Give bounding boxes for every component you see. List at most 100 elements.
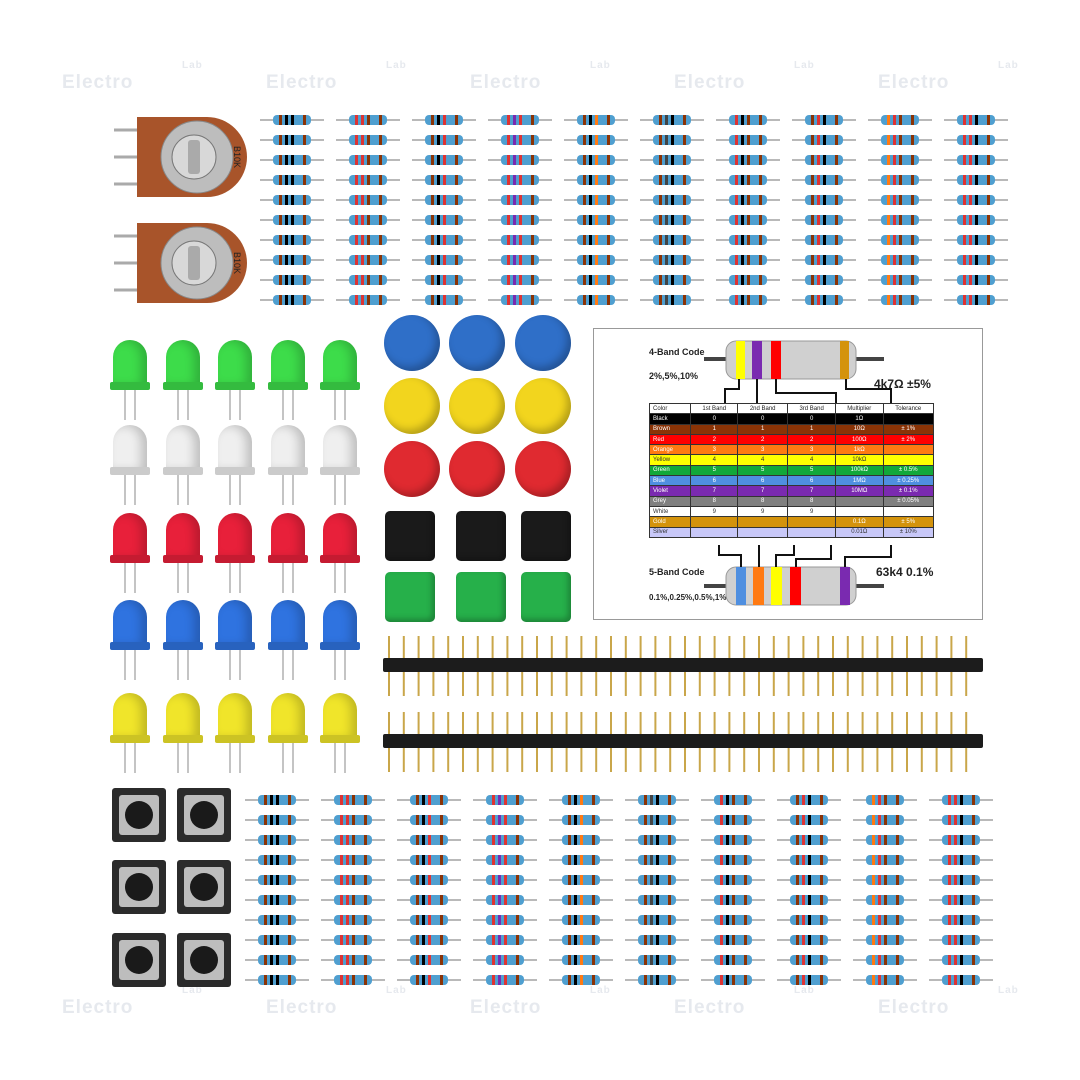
resistor (777, 875, 841, 885)
table-cell: Blue (648, 475, 692, 487)
resistor (777, 835, 841, 845)
resistor-band (887, 175, 890, 185)
resistor-band (732, 795, 735, 805)
resistor-band (264, 895, 267, 905)
resistor-body (501, 195, 539, 205)
resistor-band (644, 815, 647, 825)
resistor (564, 295, 628, 305)
resistor-band (665, 135, 668, 145)
resistor-band (668, 955, 671, 965)
resistor-band (519, 115, 522, 125)
table-cell: 1 (737, 423, 789, 435)
resistor (701, 815, 765, 825)
resistor-band (963, 295, 966, 305)
resistor-band (367, 155, 370, 165)
resistor-band (592, 795, 595, 805)
resistor-band (379, 295, 382, 305)
resistor-body (273, 295, 311, 305)
resistor-band (811, 195, 814, 205)
resistor-band (583, 295, 586, 305)
resistor-band (683, 275, 686, 285)
resistor-band (589, 155, 592, 165)
resistor (321, 835, 385, 845)
led-leg (239, 650, 241, 680)
resistor-band (440, 895, 443, 905)
resistor-band (422, 795, 425, 805)
resistor-band (887, 295, 890, 305)
table-cell: 100kΩ (835, 464, 884, 477)
resistor-band (735, 115, 738, 125)
resistor-band (574, 935, 577, 945)
led-rim (320, 555, 360, 563)
resistor-body (942, 855, 980, 865)
resistor-band (911, 235, 914, 245)
resistor (260, 175, 324, 185)
resistor-band (355, 215, 358, 225)
resistor-band (364, 815, 367, 825)
resistor-band (422, 915, 425, 925)
table-cell: Violet (648, 485, 692, 497)
resistor-band (516, 975, 519, 985)
resistor-band (607, 115, 610, 125)
resistor (701, 975, 765, 985)
resistor-band (893, 235, 896, 245)
resistor-band (896, 935, 899, 945)
led-rim (162, 555, 203, 563)
table-cell: ± 1% (882, 423, 934, 435)
resistor-band (288, 875, 291, 885)
resistor-band (972, 815, 975, 825)
resistor-body (486, 955, 524, 965)
resistor-band (589, 215, 592, 225)
resistor-band (963, 115, 966, 125)
resistor-band (531, 255, 534, 265)
resistor-band (583, 255, 586, 265)
resistor-band (899, 235, 902, 245)
resistor-body (957, 295, 995, 305)
resistor-band (513, 215, 516, 225)
resistor-band (355, 155, 358, 165)
resistor-band (747, 195, 750, 205)
resistor (260, 235, 324, 245)
resistor-body (729, 295, 767, 305)
resistor-band (443, 215, 446, 225)
resistor-body (425, 195, 463, 205)
resistor-band (492, 975, 495, 985)
resistor-band (276, 895, 279, 905)
resistor-body (881, 215, 919, 225)
resistor-band (987, 135, 990, 145)
led-2 (110, 513, 150, 595)
resistor-band (568, 875, 571, 885)
resistor (929, 915, 993, 925)
resistor-band (455, 115, 458, 125)
resistor-band (264, 855, 267, 865)
resistor-band (726, 915, 729, 925)
resistor-band (422, 935, 425, 945)
resistor-body (334, 835, 372, 845)
resistor-band (516, 895, 519, 905)
resistor-body (486, 935, 524, 945)
resistor-body (577, 115, 615, 125)
resistor-band (580, 975, 583, 985)
table-cell: 3 (690, 444, 739, 456)
tactile-switch (112, 860, 166, 914)
resistor-band (811, 175, 814, 185)
resistor (473, 835, 537, 845)
resistor-band (504, 835, 507, 845)
resistor-band (659, 295, 662, 305)
led-rim (267, 555, 308, 563)
led-leg (344, 475, 346, 505)
resistor (564, 175, 628, 185)
resistor-band (355, 195, 358, 205)
resistor (944, 175, 1008, 185)
resistor-body (805, 235, 843, 245)
resistor-band (416, 895, 419, 905)
resistor-band (279, 235, 282, 245)
resistor-band (352, 875, 355, 885)
resistor-band (416, 915, 419, 925)
resistor-band (595, 295, 598, 305)
resistor (853, 975, 917, 985)
resistor-band (592, 855, 595, 865)
resistor-band (659, 215, 662, 225)
resistor-band (595, 175, 598, 185)
